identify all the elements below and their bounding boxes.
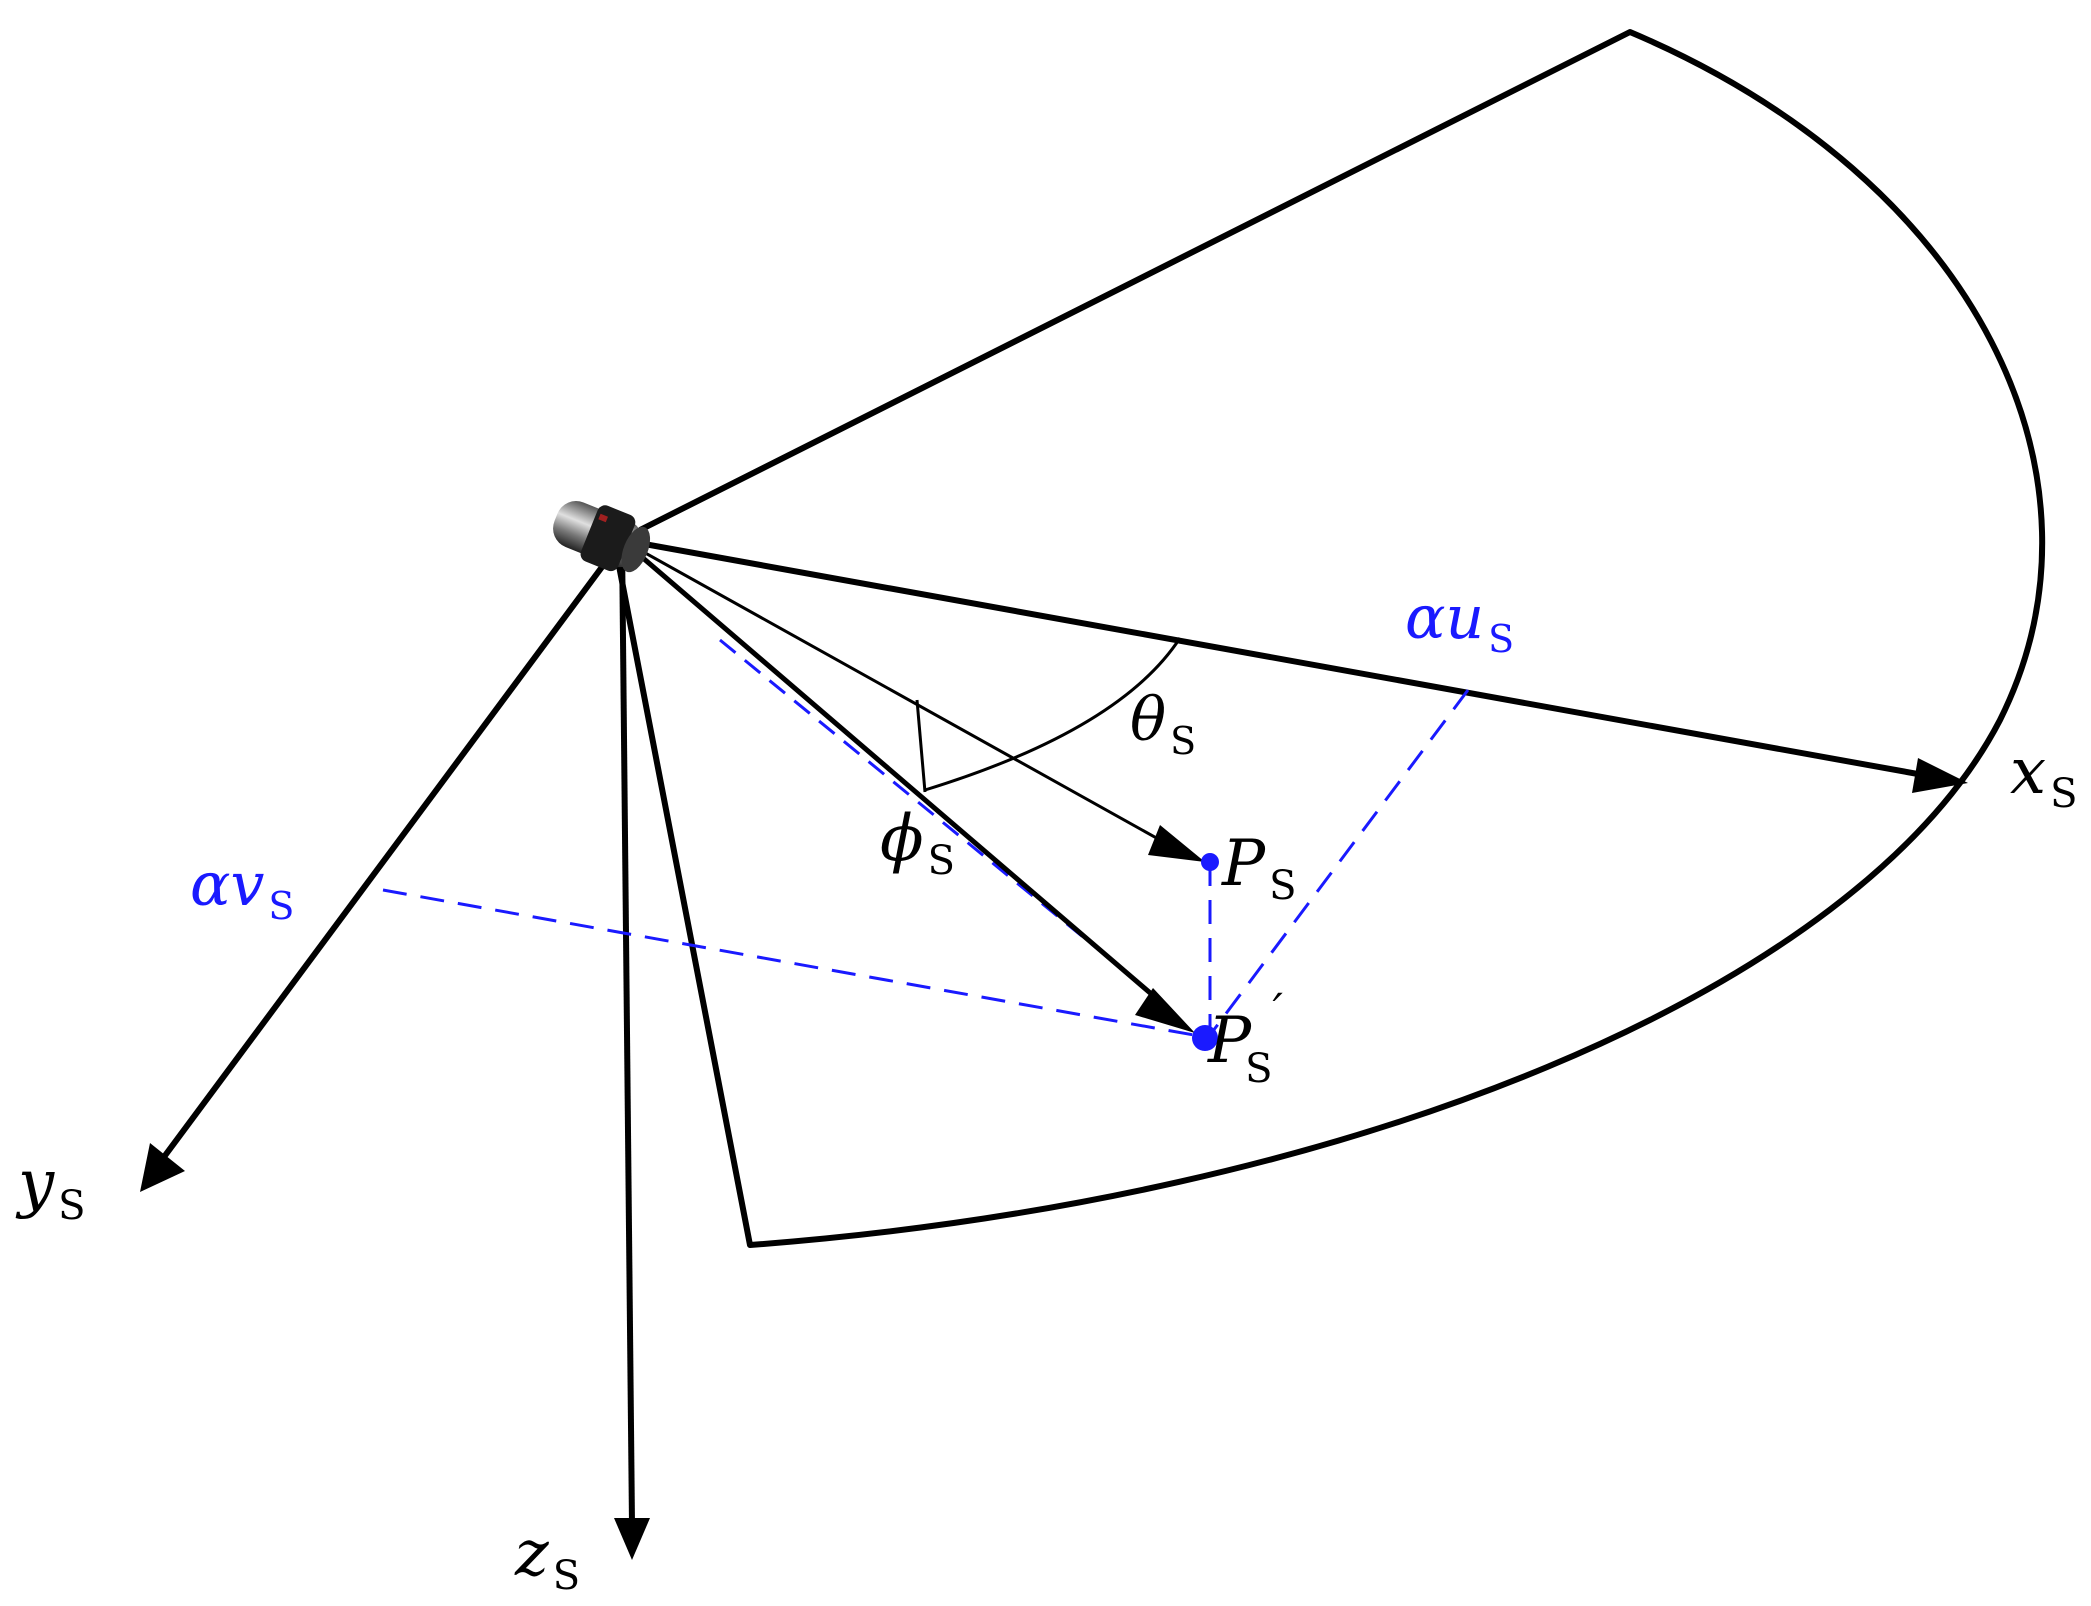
ray-to-p-prime	[620, 538, 1172, 1012]
ray-to-p	[621, 538, 1179, 852]
ray-to-p-prime-arrowhead	[1135, 988, 1195, 1033]
z-axis	[619, 539, 635, 1526]
point-p-prime	[1192, 1025, 1218, 1051]
point-p-prime-label: PS′	[1207, 983, 1283, 1092]
projection-line-u	[1208, 689, 1470, 1036]
y-axis	[155, 538, 625, 1167]
theta-arc	[924, 637, 1182, 792]
field-of-view-outline	[612, 29, 2046, 1248]
point-p	[1201, 853, 1219, 871]
projection-line-v	[382, 888, 1206, 1039]
phi-arc	[915, 699, 927, 793]
x-axis-arrowhead	[1912, 758, 1968, 793]
y-axis-arrowhead	[140, 1143, 185, 1192]
lidar-sensor-icon	[553, 501, 651, 573]
z-axis-arrowhead	[614, 1518, 650, 1560]
ray-to-p-arrowhead	[1148, 825, 1205, 862]
x-axis	[621, 537, 1941, 781]
